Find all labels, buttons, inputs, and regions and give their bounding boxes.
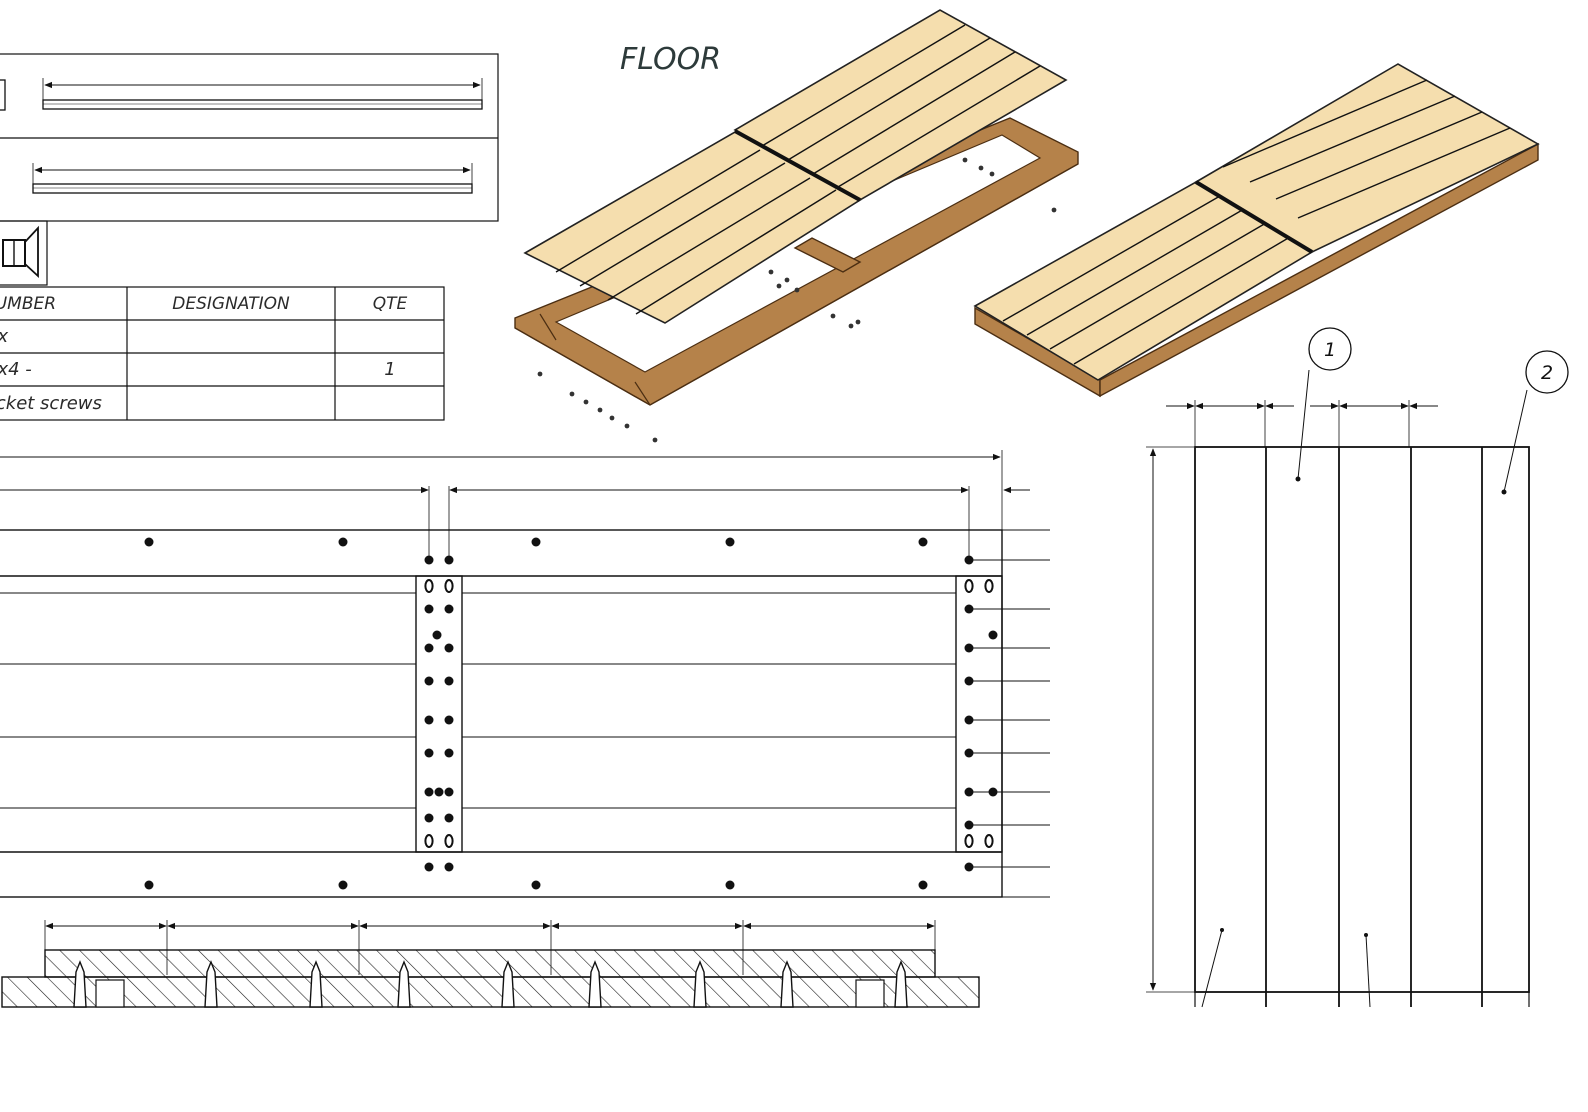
bom-row-2-qte: 1 xyxy=(384,359,395,380)
exploded-planks xyxy=(523,9,1068,324)
part-views-panel xyxy=(0,53,499,222)
part-1-side-view xyxy=(42,99,483,110)
drawing-title: FLOOR xyxy=(620,42,721,77)
bom-header-designation: DESIGNATION xyxy=(172,294,290,314)
top-view xyxy=(0,450,1050,898)
bom-header-number: NUMBER xyxy=(0,294,56,314)
part-2-side-view xyxy=(32,183,473,194)
top-view-screws xyxy=(144,537,998,890)
assembled-isometric-view xyxy=(973,63,1540,398)
balloon-2: 2 xyxy=(1541,362,1553,384)
bom-table: NUMBER DESIGNATION QTE 2x 2x4 - 1 Pocket… xyxy=(0,286,445,421)
exploded-screws xyxy=(537,157,1057,443)
projection-symbol xyxy=(0,220,48,286)
bom-row-3-number: Pocket screws xyxy=(0,393,102,414)
top-view-pocket-holes xyxy=(424,579,994,848)
section-screws xyxy=(73,960,908,1008)
part-1-profile-view xyxy=(0,79,6,111)
plank-plan-view: 1 2 xyxy=(1146,327,1569,1008)
top-view-leaders xyxy=(969,529,1050,898)
exploded-isometric-view xyxy=(514,9,1079,443)
section-view xyxy=(1,920,980,1008)
balloon-1: 1 xyxy=(1324,339,1336,361)
bom-row-1-number: 2x xyxy=(0,326,8,347)
bom-row-2-number: 2x4 - xyxy=(0,359,32,380)
bom-header-qte: QTE xyxy=(373,294,408,314)
